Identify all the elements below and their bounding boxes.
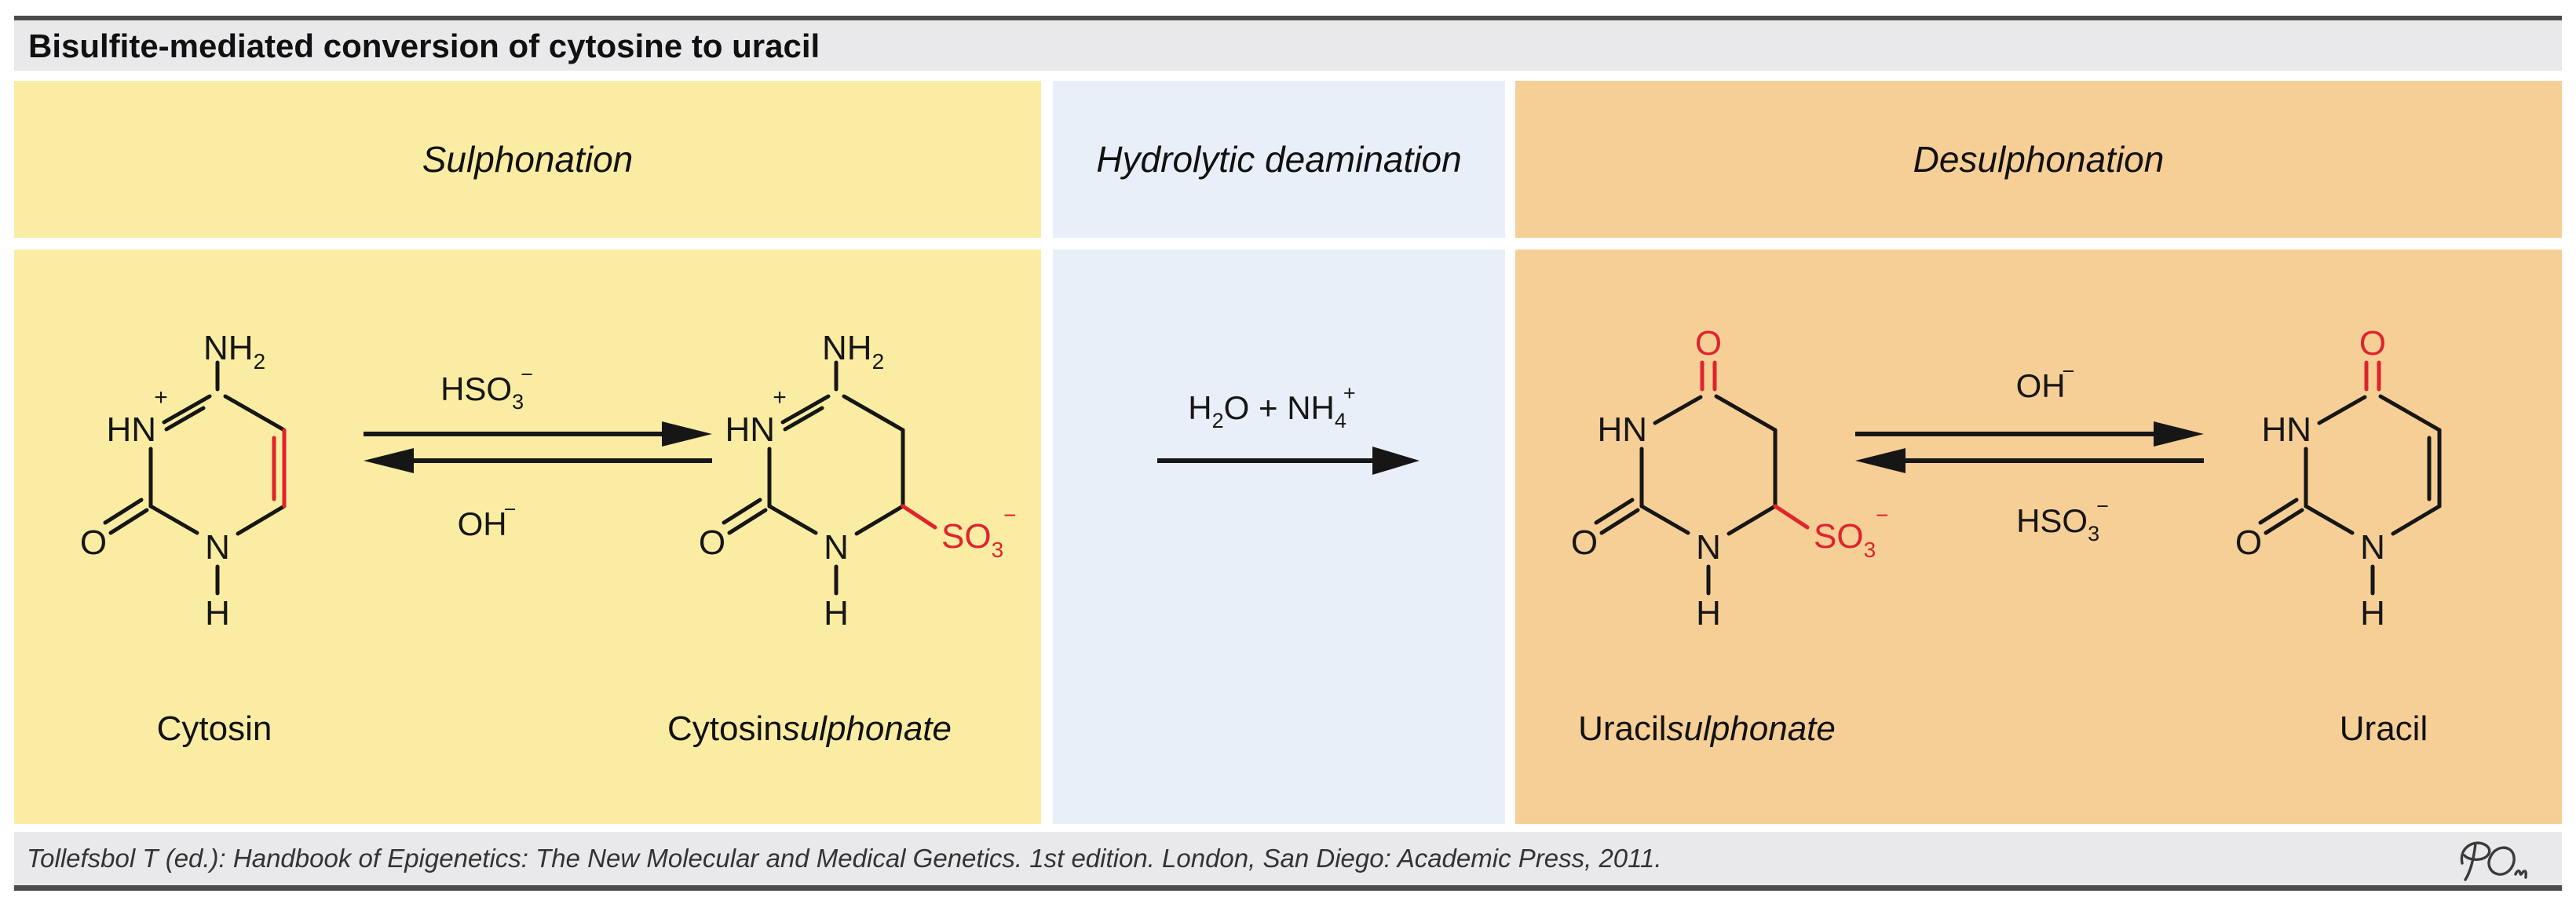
uracil-bonds-black	[2258, 394, 2442, 596]
h2o-nh4-label: H2O + NH4+	[1188, 381, 1356, 432]
cytosinsulphonate-bonds-black	[722, 360, 905, 596]
panel-header-desulphonation-label: Desulphonation	[1913, 139, 2165, 180]
label-cytosine: Cytosin	[156, 709, 272, 748]
cytosinsulphonate-atom-labels: NH2 + HN O N H SO3−	[699, 329, 1017, 633]
svg-text:NH2: NH2	[203, 329, 265, 374]
cytosinsulphonate-red-sulpho-bond	[901, 504, 937, 530]
svg-text:O: O	[80, 523, 107, 562]
panel-header-sulphonation: Sulphonation	[14, 81, 1041, 238]
svg-text:HN: HN	[2261, 410, 2311, 449]
svg-text:N: N	[1696, 528, 1721, 567]
hso3-forward-label: HSO3−	[440, 363, 533, 414]
svg-text:SO3−: SO3−	[1814, 503, 1889, 562]
panel-header-sulphonation-label: Sulphonation	[422, 139, 634, 180]
svg-text:H: H	[1696, 594, 1721, 633]
svg-text:N: N	[2360, 528, 2385, 567]
oh-forward-label: OH−	[2015, 359, 2075, 404]
cytosine-bonds-black	[103, 360, 287, 596]
svg-text:HN: HN	[106, 410, 156, 449]
bottom-rule	[14, 885, 2562, 891]
svg-text:HN: HN	[725, 410, 775, 449]
label-cytosinsulphonate: Cytosinsulphonate	[667, 709, 952, 748]
svg-text:O: O	[1695, 324, 1722, 363]
svg-text:+: +	[154, 385, 168, 410]
oh-reverse-label: OH−	[457, 498, 517, 542]
svg-text:O: O	[1571, 523, 1598, 562]
panel-header-desulphonation: Desulphonation	[1515, 81, 2562, 238]
equilibrium-arrows-desulphonation	[1855, 421, 2204, 473]
citation-text: Tollefsbol T (ed.): Handbook of Epigenet…	[27, 844, 1662, 873]
molecule-cytosine-structure: NH2 + HN O N H	[80, 329, 287, 633]
publisher-signature-icon	[2460, 841, 2527, 881]
svg-text:+: +	[773, 385, 787, 410]
svg-text:SO3−: SO3−	[941, 503, 1017, 562]
figure-title: Bisulfite-mediated conversion of cytosin…	[28, 27, 820, 64]
uracil-red-bonds	[2364, 360, 2381, 392]
svg-text:NH2: NH2	[822, 329, 884, 374]
uracilsulphonate-atom-labels: O HN O N H SO3−	[1571, 324, 1889, 633]
svg-text:H: H	[2360, 594, 2385, 633]
equilibrium-arrows-sulphonation	[364, 421, 712, 473]
label-uracil: Uracil	[2339, 709, 2428, 748]
svg-text:N: N	[824, 528, 849, 567]
svg-text:O: O	[2359, 324, 2386, 363]
molecule-cytosinsulphonate-structure: NH2 + HN O N H SO3−	[699, 329, 1017, 633]
uracil-atom-labels: O HN O N H	[2235, 324, 2386, 633]
uracilsulphonate-red-bonds	[1700, 360, 1810, 530]
panel-body-desulphonation	[1515, 250, 2562, 824]
uracilsulphonate-bonds-black	[1594, 394, 1778, 596]
cytosine-atom-labels: NH2 + HN O N H	[80, 329, 265, 633]
svg-text:H: H	[205, 594, 230, 633]
top-rule	[14, 16, 2562, 20]
svg-text:N: N	[205, 528, 230, 567]
svg-text:H: H	[824, 594, 849, 633]
molecule-uracilsulphonate-structure: O HN O N H SO3−	[1571, 324, 1889, 633]
title-band: Bisulfite-mediated conversion of cytosin…	[14, 20, 2562, 71]
panel-body-sulphonation	[14, 250, 1041, 824]
svg-text:O: O	[699, 523, 725, 562]
hso3-reverse-label: HSO3−	[2016, 494, 2109, 545]
molecule-uracil-structure: O HN O N H	[2235, 324, 2442, 633]
svg-text:HN: HN	[1597, 410, 1647, 449]
panel-body-deamination	[1053, 250, 1505, 824]
label-uracilsulphonate: Uracilsulphonate	[1578, 709, 1836, 748]
citation-band: Tollefsbol T (ed.): Handbook of Epigenet…	[14, 832, 2562, 885]
deamination-arrow	[1157, 447, 1420, 475]
svg-text:O: O	[2235, 523, 2262, 562]
cytosine-red-double-bond	[272, 428, 287, 509]
panel-header-deamination-label: Hydrolytic deamination	[1096, 139, 1462, 180]
panel-header-deamination: Hydrolytic deamination	[1053, 81, 1505, 238]
